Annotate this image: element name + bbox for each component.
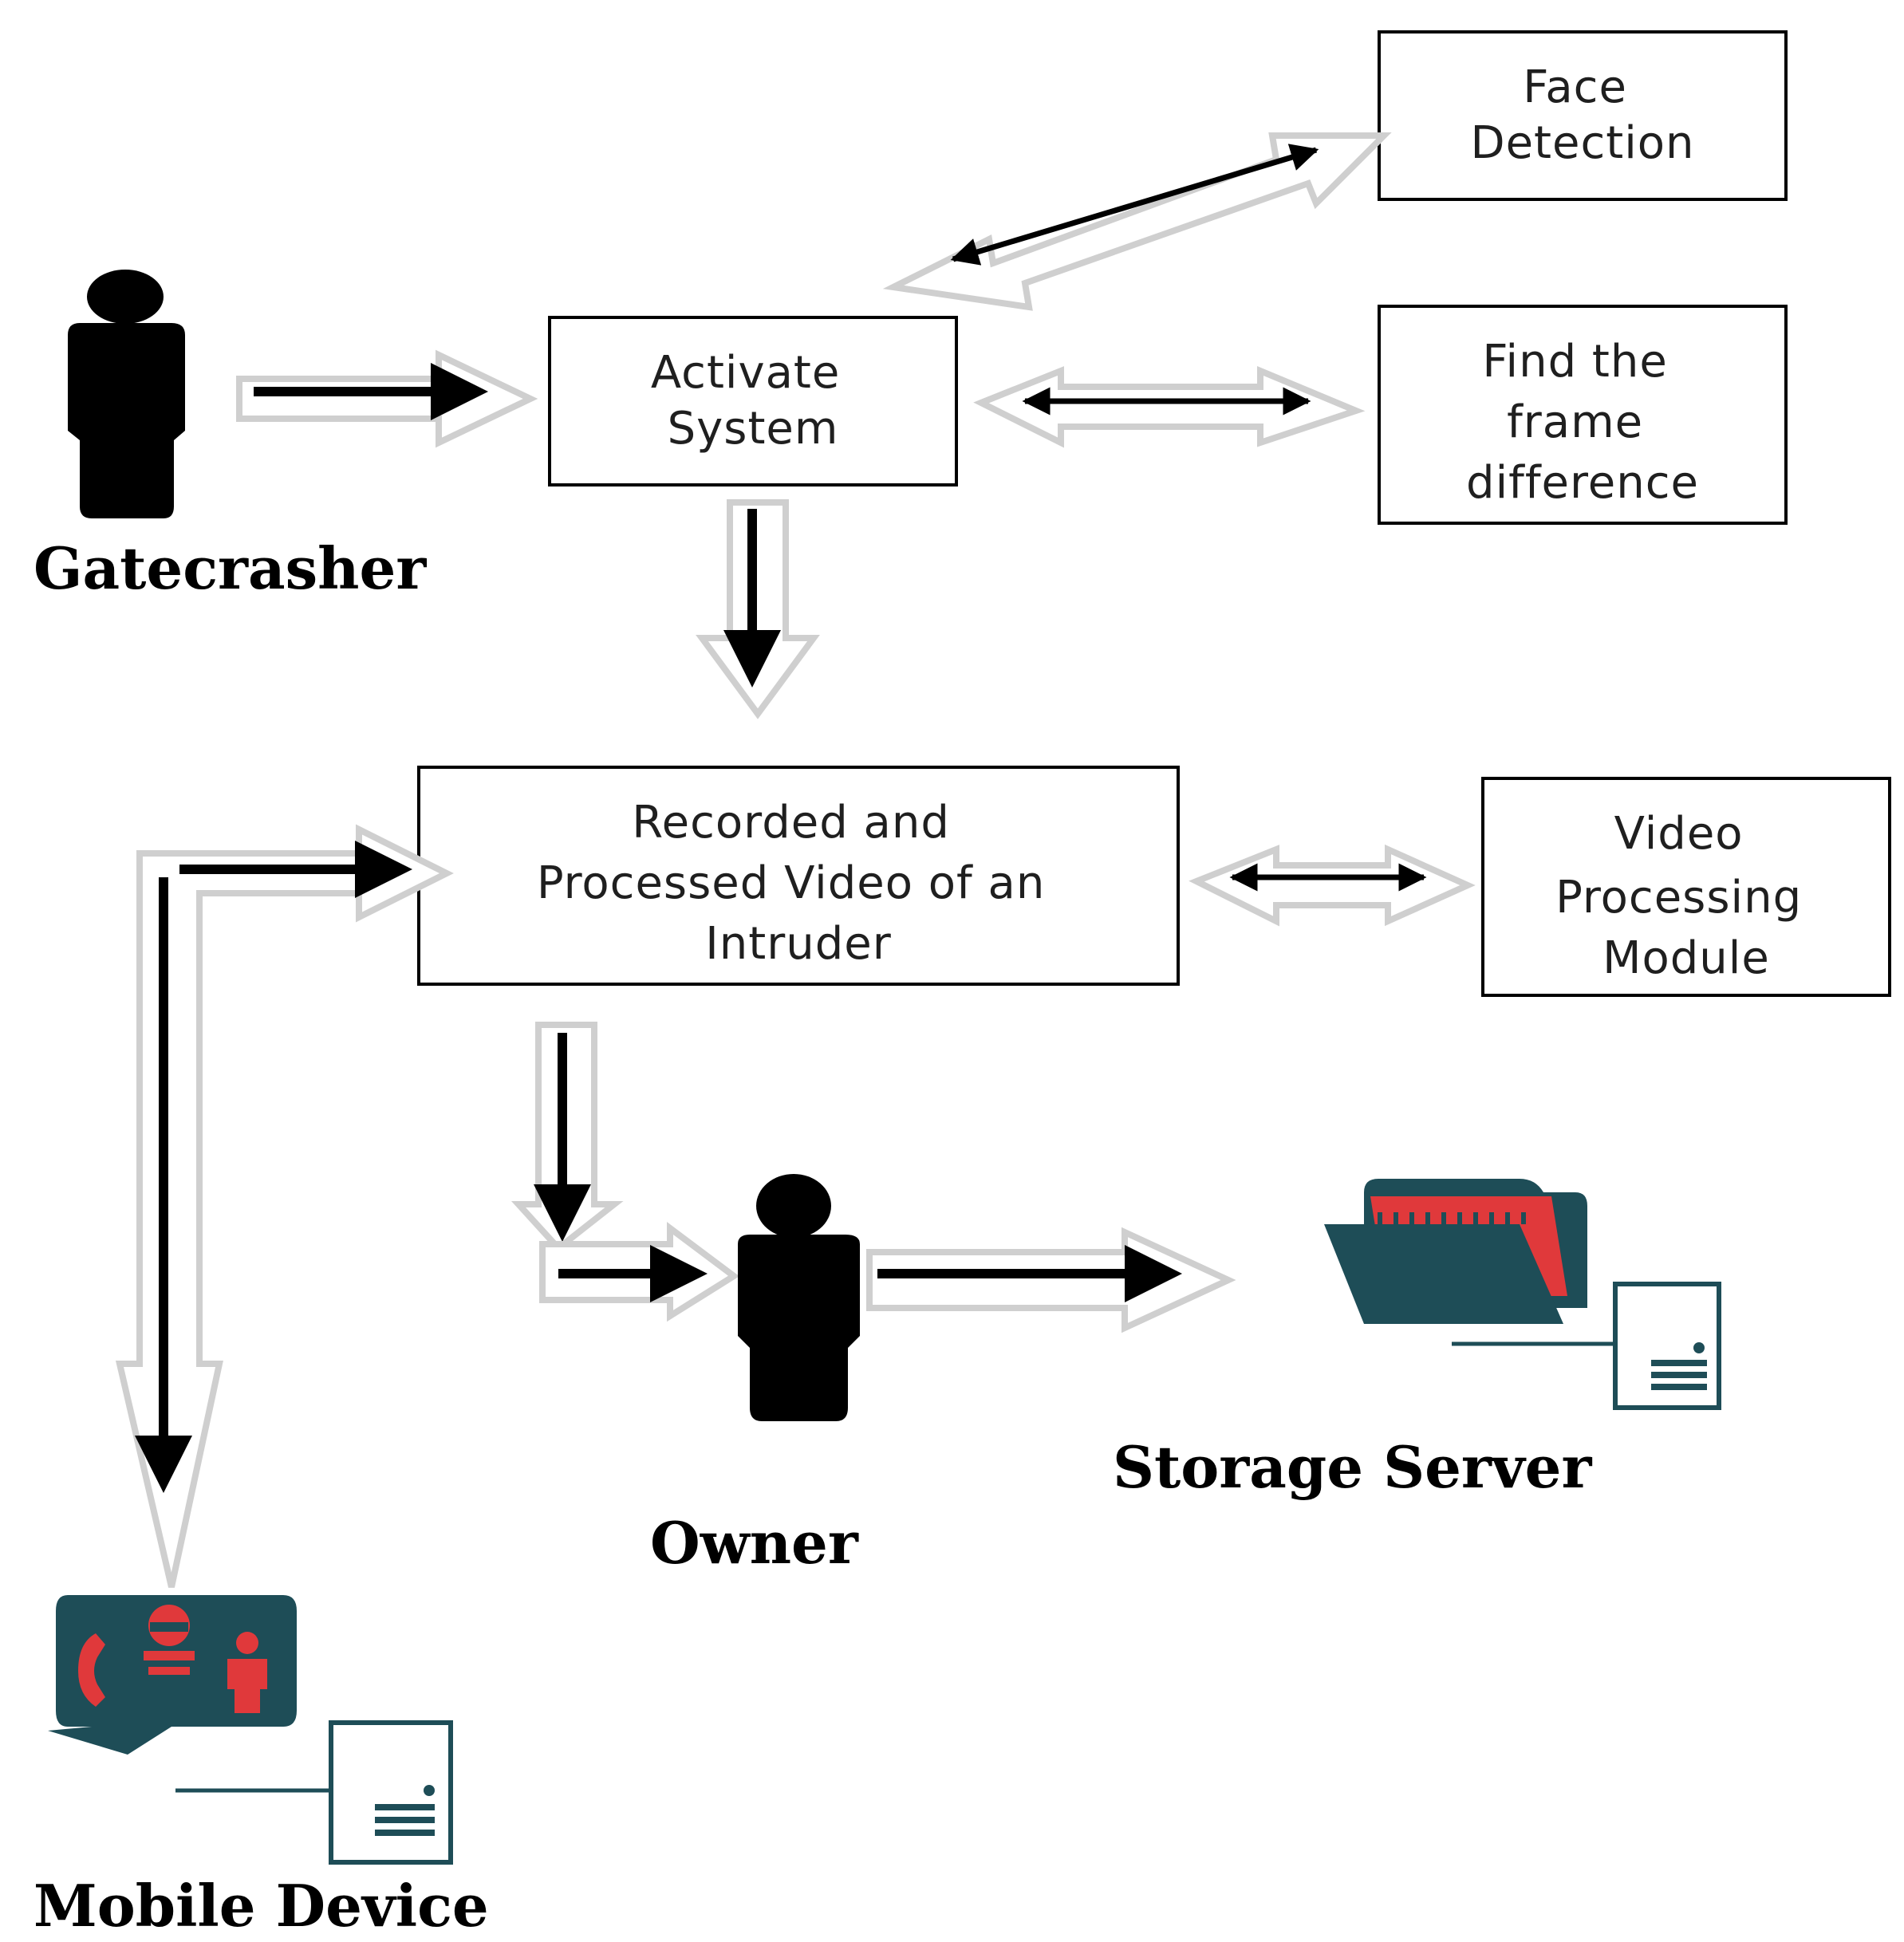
face-detection-box: Face Detection (1378, 30, 1788, 201)
storage-server-folder-icon (1324, 1179, 1721, 1410)
recorded-video-box: Recorded and Processed Video of an Intru… (417, 766, 1180, 986)
arrow-activate-to-recorded (696, 499, 820, 719)
mobile-device-chat-icon (48, 1595, 453, 1865)
video-module-line-1: Video (1614, 808, 1744, 860)
arrow-recorded-to-owner (510, 1022, 740, 1322)
face-detection-line-1: Face (1523, 61, 1627, 113)
frame-difference-line-3: difference (1466, 457, 1699, 509)
arrow-activate-face-detection (882, 132, 1392, 311)
video-module-line-2: Processing (1555, 872, 1802, 924)
gatecrasher-label: Gatecrasher (34, 534, 427, 602)
frame-difference-box: Find the frame difference (1378, 305, 1788, 525)
face-detection-line-2: Detection (1470, 117, 1694, 169)
frame-difference-line-1: Find the (1482, 336, 1667, 388)
svg-text:Video Processing M: Video Processing Module (1555, 808, 1817, 984)
activate-system-line-2: System (668, 403, 839, 455)
video-processing-module-box: Video Processing Module (1481, 777, 1891, 997)
recorded-video-line-3: Intruder (705, 918, 892, 970)
arrow-mobile-to-recorded (115, 824, 454, 1588)
storage-server-label: Storage Server (1113, 1433, 1592, 1501)
activate-system-line-1: Activate (651, 347, 841, 399)
activate-system-box: Activate System (548, 316, 958, 486)
mobile-device-label: Mobile Device (34, 1872, 489, 1940)
arrow-activate-frame-difference (973, 366, 1366, 448)
frame-difference-line-2: frame (1507, 396, 1643, 448)
owner-person-icon (738, 1174, 860, 1421)
arrow-gatecrasher-to-activate (236, 349, 538, 448)
recorded-video-line-1: Recorded and (632, 797, 950, 849)
svg-text:Face Detection: Face Detection (1470, 61, 1694, 169)
arrow-owner-to-storage (866, 1227, 1236, 1333)
arrow-recorded-video-module (1189, 844, 1476, 927)
owner-label: Owner (650, 1509, 859, 1577)
recorded-video-line-2: Processed Video of an (537, 857, 1046, 909)
svg-text:Recorded and Processed V: Recorded and Processed Video of an Intru… (537, 797, 1060, 970)
svg-text:Activate System: Activate System (651, 347, 855, 455)
gatecrasher-person-icon (68, 270, 185, 518)
svg-text:Find the frame dif: Find the frame difference (1466, 336, 1699, 509)
video-module-line-3: Module (1602, 932, 1770, 984)
